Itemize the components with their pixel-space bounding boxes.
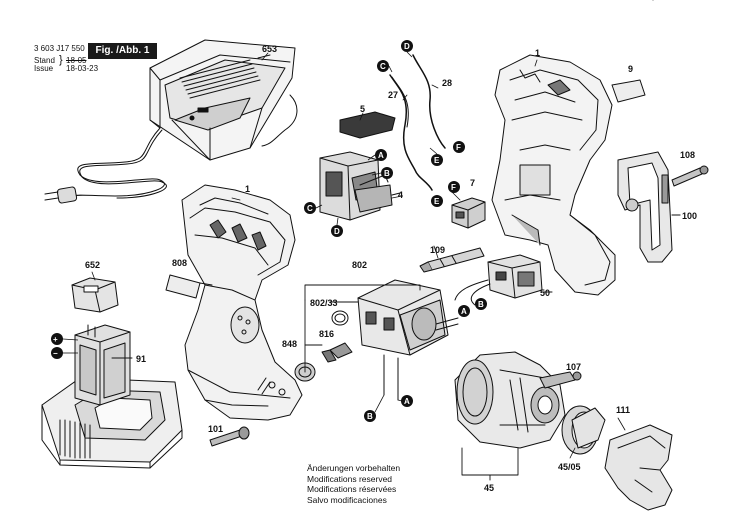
part-802-33-label: 802/33 (310, 298, 338, 308)
svg-text:D: D (334, 227, 340, 236)
part-101-label: 101 (208, 424, 223, 434)
motor-drawing (294, 279, 459, 401)
gear-housing-drawing (454, 351, 582, 449)
connector-B-motor: B (364, 410, 376, 422)
issue-date: 18-03-23 (66, 64, 99, 73)
leader-lines (91, 52, 681, 459)
part-5-label: 5 (360, 104, 365, 114)
connector-E-top: E (431, 154, 443, 166)
part-4-label: 4 (398, 190, 403, 200)
connector-F-switch7: F (448, 181, 460, 193)
svg-text:A: A (461, 307, 467, 316)
svg-text:F: F (451, 183, 456, 192)
label-808-drawing (165, 274, 213, 299)
part-1-right-label: 1 (535, 48, 540, 58)
note-de: Änderungen vorbehalten (307, 463, 401, 473)
part-45-05-label: 45/05 (558, 462, 581, 472)
part-108-label: 108 (680, 150, 695, 160)
svg-text:D: D (404, 42, 410, 51)
svg-text:+: + (53, 335, 58, 344)
switch-7-drawing (451, 197, 486, 229)
housing-left-drawing (181, 184, 303, 421)
part-808-label: 808 (172, 258, 187, 268)
label-9-drawing (611, 79, 646, 103)
connector-leaders (62, 51, 438, 413)
battery-pack-drawing (41, 324, 183, 469)
charger-drawing (44, 0, 654, 204)
nose-cap-drawing (604, 424, 673, 511)
connector-D-switch: D (331, 225, 343, 237)
svg-text:B: B (367, 412, 373, 421)
svg-text:C: C (380, 62, 386, 71)
document-number: 3 603 J17 550 (34, 44, 85, 53)
battery-minus-terminal: − (51, 347, 63, 359)
svg-text:A: A (378, 151, 384, 160)
part-45-label: 45 (484, 483, 494, 493)
ring-drawing (561, 405, 606, 455)
svg-text:B: B (478, 300, 484, 309)
part-848-label: 848 (282, 339, 297, 349)
part-1-left-label: 1 (245, 184, 250, 194)
svg-text:E: E (434, 197, 440, 206)
svg-text:F: F (456, 143, 461, 152)
part-802-label: 802 (352, 260, 367, 270)
connector-C-top: C (377, 60, 389, 72)
note-fr: Modifications réservées (307, 484, 397, 494)
part-111-label: 111 (616, 405, 630, 415)
connector-D-top: D (401, 40, 413, 52)
part-91-label: 91 (136, 354, 146, 364)
stand-date: 18-05 (66, 56, 87, 65)
belt-clip-drawing (617, 151, 709, 263)
switch-drawing (319, 111, 401, 221)
connector-markers: D C E F A B C D F E A B B A + − (51, 40, 487, 422)
part-9-label: 9 (628, 64, 633, 74)
part-107-label: 107 (566, 362, 581, 372)
part-7-label: 7 (470, 178, 475, 188)
cables-drawing (389, 54, 446, 191)
part-100-label: 100 (682, 211, 697, 221)
part-number-labels: 653 1 1 5 4 7 27 28 9 108 100 808 802 80… (85, 44, 697, 493)
housing-right-drawing (491, 54, 616, 296)
connector-A-switch: A (375, 149, 387, 161)
part-27-label: 27 (388, 90, 398, 100)
part-816-label: 816 (319, 329, 334, 339)
connector-E-switch7: E (431, 195, 443, 207)
connector-B-electronics: B (475, 298, 487, 310)
bit-holder-drawing (419, 247, 485, 273)
svg-text:A: A (404, 397, 410, 406)
note-en: Modifications reserved (307, 473, 393, 484)
connector-A-motor: A (401, 395, 413, 407)
issue-label: Issue (34, 64, 54, 73)
brace: } (59, 54, 63, 66)
svg-text:−: − (53, 349, 58, 358)
screw-101-drawing (209, 426, 250, 447)
battery-cap-drawing (71, 277, 119, 313)
connector-A-electronics: A (458, 305, 470, 317)
connector-B-switch: B (381, 167, 393, 179)
figure-label: Fig. /Abb. 1 (88, 43, 157, 59)
svg-text:B: B (384, 169, 390, 178)
part-50-label: 50 (540, 288, 550, 298)
svg-text:E: E (434, 156, 440, 165)
modification-notes: Änderungen vorbehalten Modifications res… (307, 463, 400, 505)
part-28-label: 28 (442, 78, 452, 88)
connector-F-top: F (453, 141, 465, 153)
electronics-module-drawing (454, 254, 553, 306)
stand-label: Stand (34, 56, 55, 65)
svg-text:C: C (307, 204, 313, 213)
connector-C-switch: C (304, 202, 316, 214)
part-652-label: 652 (85, 260, 100, 270)
part-109-label: 109 (430, 245, 445, 255)
battery-plus-terminal: + (51, 333, 63, 345)
note-es: Salvo modificaciones (307, 494, 387, 505)
part-653-label: 653 (262, 44, 277, 54)
group-brackets (304, 284, 519, 481)
